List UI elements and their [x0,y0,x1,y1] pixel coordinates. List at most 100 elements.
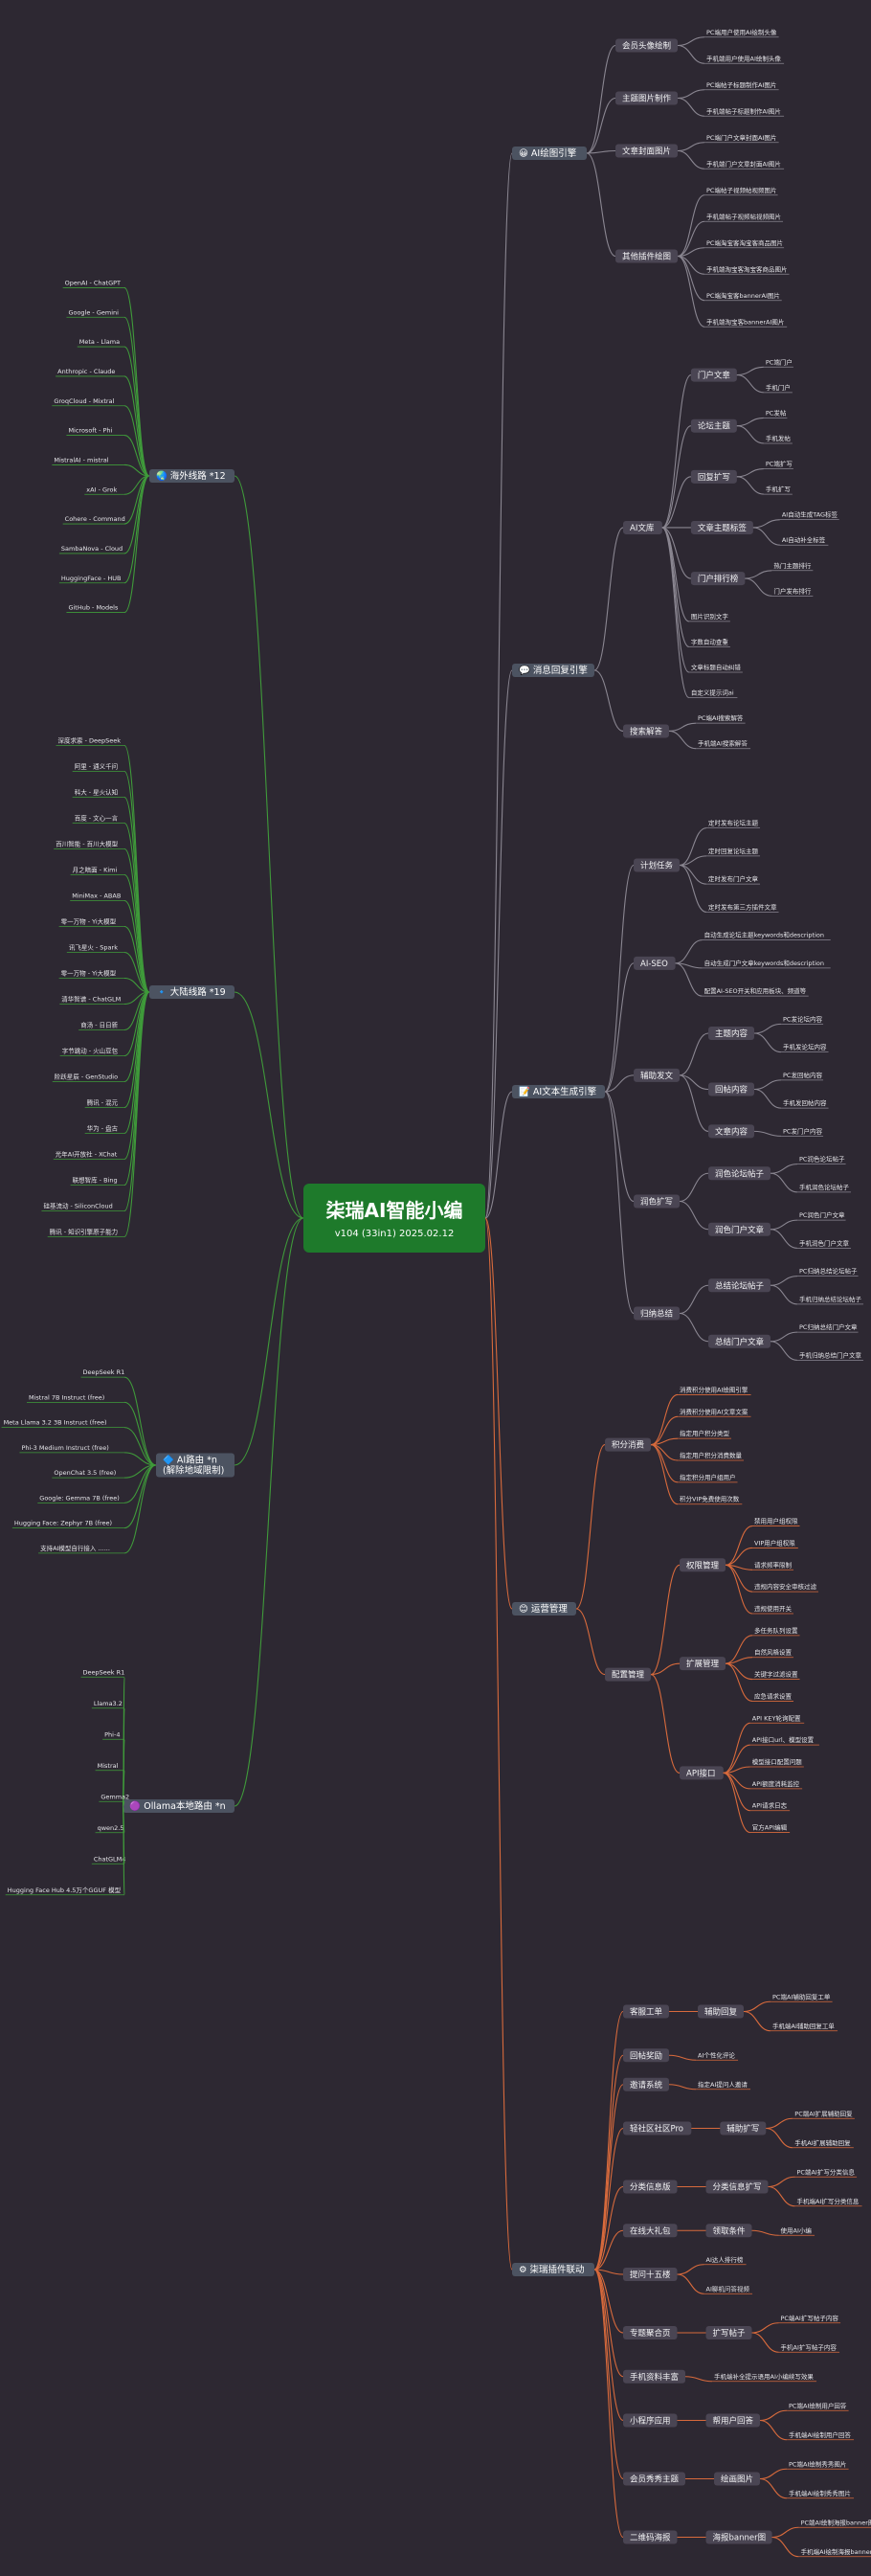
branch-node[interactable]: 🔷 AI路由 *n(解除地域限制) [155,1453,234,1478]
leaf-label: 手机端帖子标题制作AI图片 [706,106,781,115]
node-label: 文章内容 [715,1126,748,1137]
leaf-label: qwen2.5 [98,1824,124,1832]
topic-node[interactable]: 计划任务 [634,858,681,872]
leaf-label: 门户发布排行 [773,586,812,595]
topic-node[interactable]: 回复扩写 [690,469,737,484]
branch-node[interactable]: 😀 AI绘图引擎 [512,147,588,160]
node-label: 辅助发文 [640,1071,674,1081]
topic-node[interactable]: 帮用户回答 [705,2413,761,2428]
topic-node[interactable]: 辅助回复 [698,2004,745,2019]
connector-line [723,1722,750,1774]
leaf-label: VIP用户组权限 [754,1538,795,1547]
node-label: AI文库 [630,523,655,533]
topic-node[interactable]: 会员秀秀主题 [623,2472,686,2486]
node-box [705,2413,761,2428]
topic-node[interactable]: 专题聚合页 [623,2326,678,2339]
topic-node[interactable]: 润色论坛帖子 [708,1166,771,1181]
topic-node[interactable]: API接口 [680,1766,724,1780]
topic-node[interactable]: 主题内容 [708,1027,755,1040]
topic-node[interactable]: 积分消费 [605,1437,652,1452]
connector-line [123,991,150,1238]
branch-node[interactable]: ⚙ 柒瑞插件联动 [512,2263,595,2276]
connector-line [123,847,150,993]
topic-node[interactable]: 润色扩写 [634,1194,681,1209]
topic-node[interactable]: 邀请系统 [623,2077,670,2091]
topic-node[interactable]: 辅助发文 [634,1068,681,1082]
topic-node[interactable]: 会员头像绘制 [615,38,679,53]
connector-line [725,1547,753,1566]
connector-line [593,2127,624,2271]
branch-node[interactable]: 🌏 海外线路 *12 [148,469,234,483]
node-box [623,2530,678,2544]
node-label: 轻社区社区Pro [630,2124,683,2135]
leaf-label: 应急请求设置 [754,1691,793,1700]
leaf-label: 零一万物 - Yi大模型 [61,969,117,978]
connector-line [752,527,780,546]
topic-node[interactable]: 总结门户文章 [708,1334,771,1348]
topic-node[interactable]: 总结论坛帖子 [708,1278,771,1293]
leaf-label: 清华智谱 - ChatGLM [61,995,121,1004]
topic-node[interactable]: 二维码海报 [623,2530,678,2544]
topic-node[interactable]: 门户文章 [690,368,737,382]
connector-line [123,435,150,477]
leaf-label: 违规内容安全审核过滤 [754,1582,817,1591]
connector-line [678,247,705,258]
topic-node[interactable]: 搜索解答 [623,724,670,738]
topic-node[interactable]: 主题图片制作 [615,91,679,105]
leaf-label: AI达人排行榜 [706,2255,744,2264]
node-label: 回复扩写 [698,472,730,483]
topic-node[interactable]: 分类信息扩写 [705,2180,769,2194]
topic-node[interactable]: 文章封面图片 [615,144,679,158]
topic-node[interactable]: 门户排行榜 [690,572,746,586]
topic-node[interactable]: 提问十五楼 [623,2268,678,2281]
node-label: 扩展管理 [686,1659,720,1669]
root-node[interactable]: 柒瑞AI智能小编 v104 (33in1) 2025.02.12 [303,1184,485,1253]
branch-node[interactable]: 💬 消息回复引擎 [512,664,595,677]
connector-line [736,374,764,394]
connector-line [593,527,624,671]
topic-node[interactable]: 权限管理 [680,1558,726,1572]
leaf-label: 多任务队列设置 [754,1626,798,1635]
topic-node[interactable]: 润色门户文章 [708,1222,771,1236]
topic-node[interactable]: 文章主题标签 [690,520,753,534]
topic-node[interactable]: AI-SEO [634,956,676,970]
leaf-label: 图片识别文字 [691,612,729,621]
node-label: 绘画图片 [721,2474,753,2485]
connector-line [677,194,705,258]
topic-node[interactable]: 回帖奖励 [623,2048,670,2063]
leaf-label: 模型接口配置问题 [752,1757,803,1766]
leaf-label: Gemma2 [100,1793,129,1800]
connector-line [668,730,697,750]
branch-node[interactable]: 🔹 大陆线路 *19 [148,985,234,999]
topic-node[interactable]: 扩写帖子 [705,2326,752,2339]
topic-node[interactable]: 领取条件 [705,2224,752,2238]
topic-node[interactable]: 分类信息版 [623,2180,678,2194]
topic-node[interactable]: AI文库 [623,520,662,534]
topic-node[interactable]: 小程序应用 [623,2413,678,2428]
topic-node[interactable]: 文章内容 [708,1124,755,1139]
topic-node[interactable]: 论坛主题 [690,418,737,433]
topic-node[interactable]: 在线大礼包 [623,2224,678,2238]
topic-node[interactable]: 轻社区社区Pro [623,2121,692,2135]
topic-node[interactable]: 海报banner图 [705,2530,772,2544]
node-label: 在线大礼包 [630,2226,671,2236]
branch-node[interactable]: 🟣 Ollama本地路由 *n [123,1799,234,1813]
topic-node[interactable]: 配置管理 [605,1667,652,1682]
branch-node[interactable]: 📝 AI文本生成引擎 [512,1085,606,1098]
topic-node[interactable]: 辅助扩写 [720,2121,767,2135]
topic-node[interactable]: 手机资料丰富 [623,2369,686,2384]
leaf-label: 商汤 - 日日新 [80,1021,118,1029]
topic-node[interactable]: 回帖内容 [708,1082,755,1096]
topic-node[interactable]: 扩展管理 [680,1657,726,1671]
branch-node[interactable]: 😊 运营管理 [512,1602,577,1616]
node-label: 其他插件绘图 [622,252,671,262]
topic-node[interactable]: 其他插件绘图 [615,249,679,263]
leaf-label: Microsoft - Phi [68,427,112,435]
topic-node[interactable]: 归纳总结 [634,1306,681,1321]
topic-node[interactable]: 绘画图片 [714,2472,761,2486]
connector-line [123,286,150,477]
topic-node[interactable]: 客服工单 [623,2004,670,2019]
node-label: 润色门户文章 [715,1225,765,1235]
connector-line [122,1805,125,1896]
connector-line [123,1376,157,1466]
